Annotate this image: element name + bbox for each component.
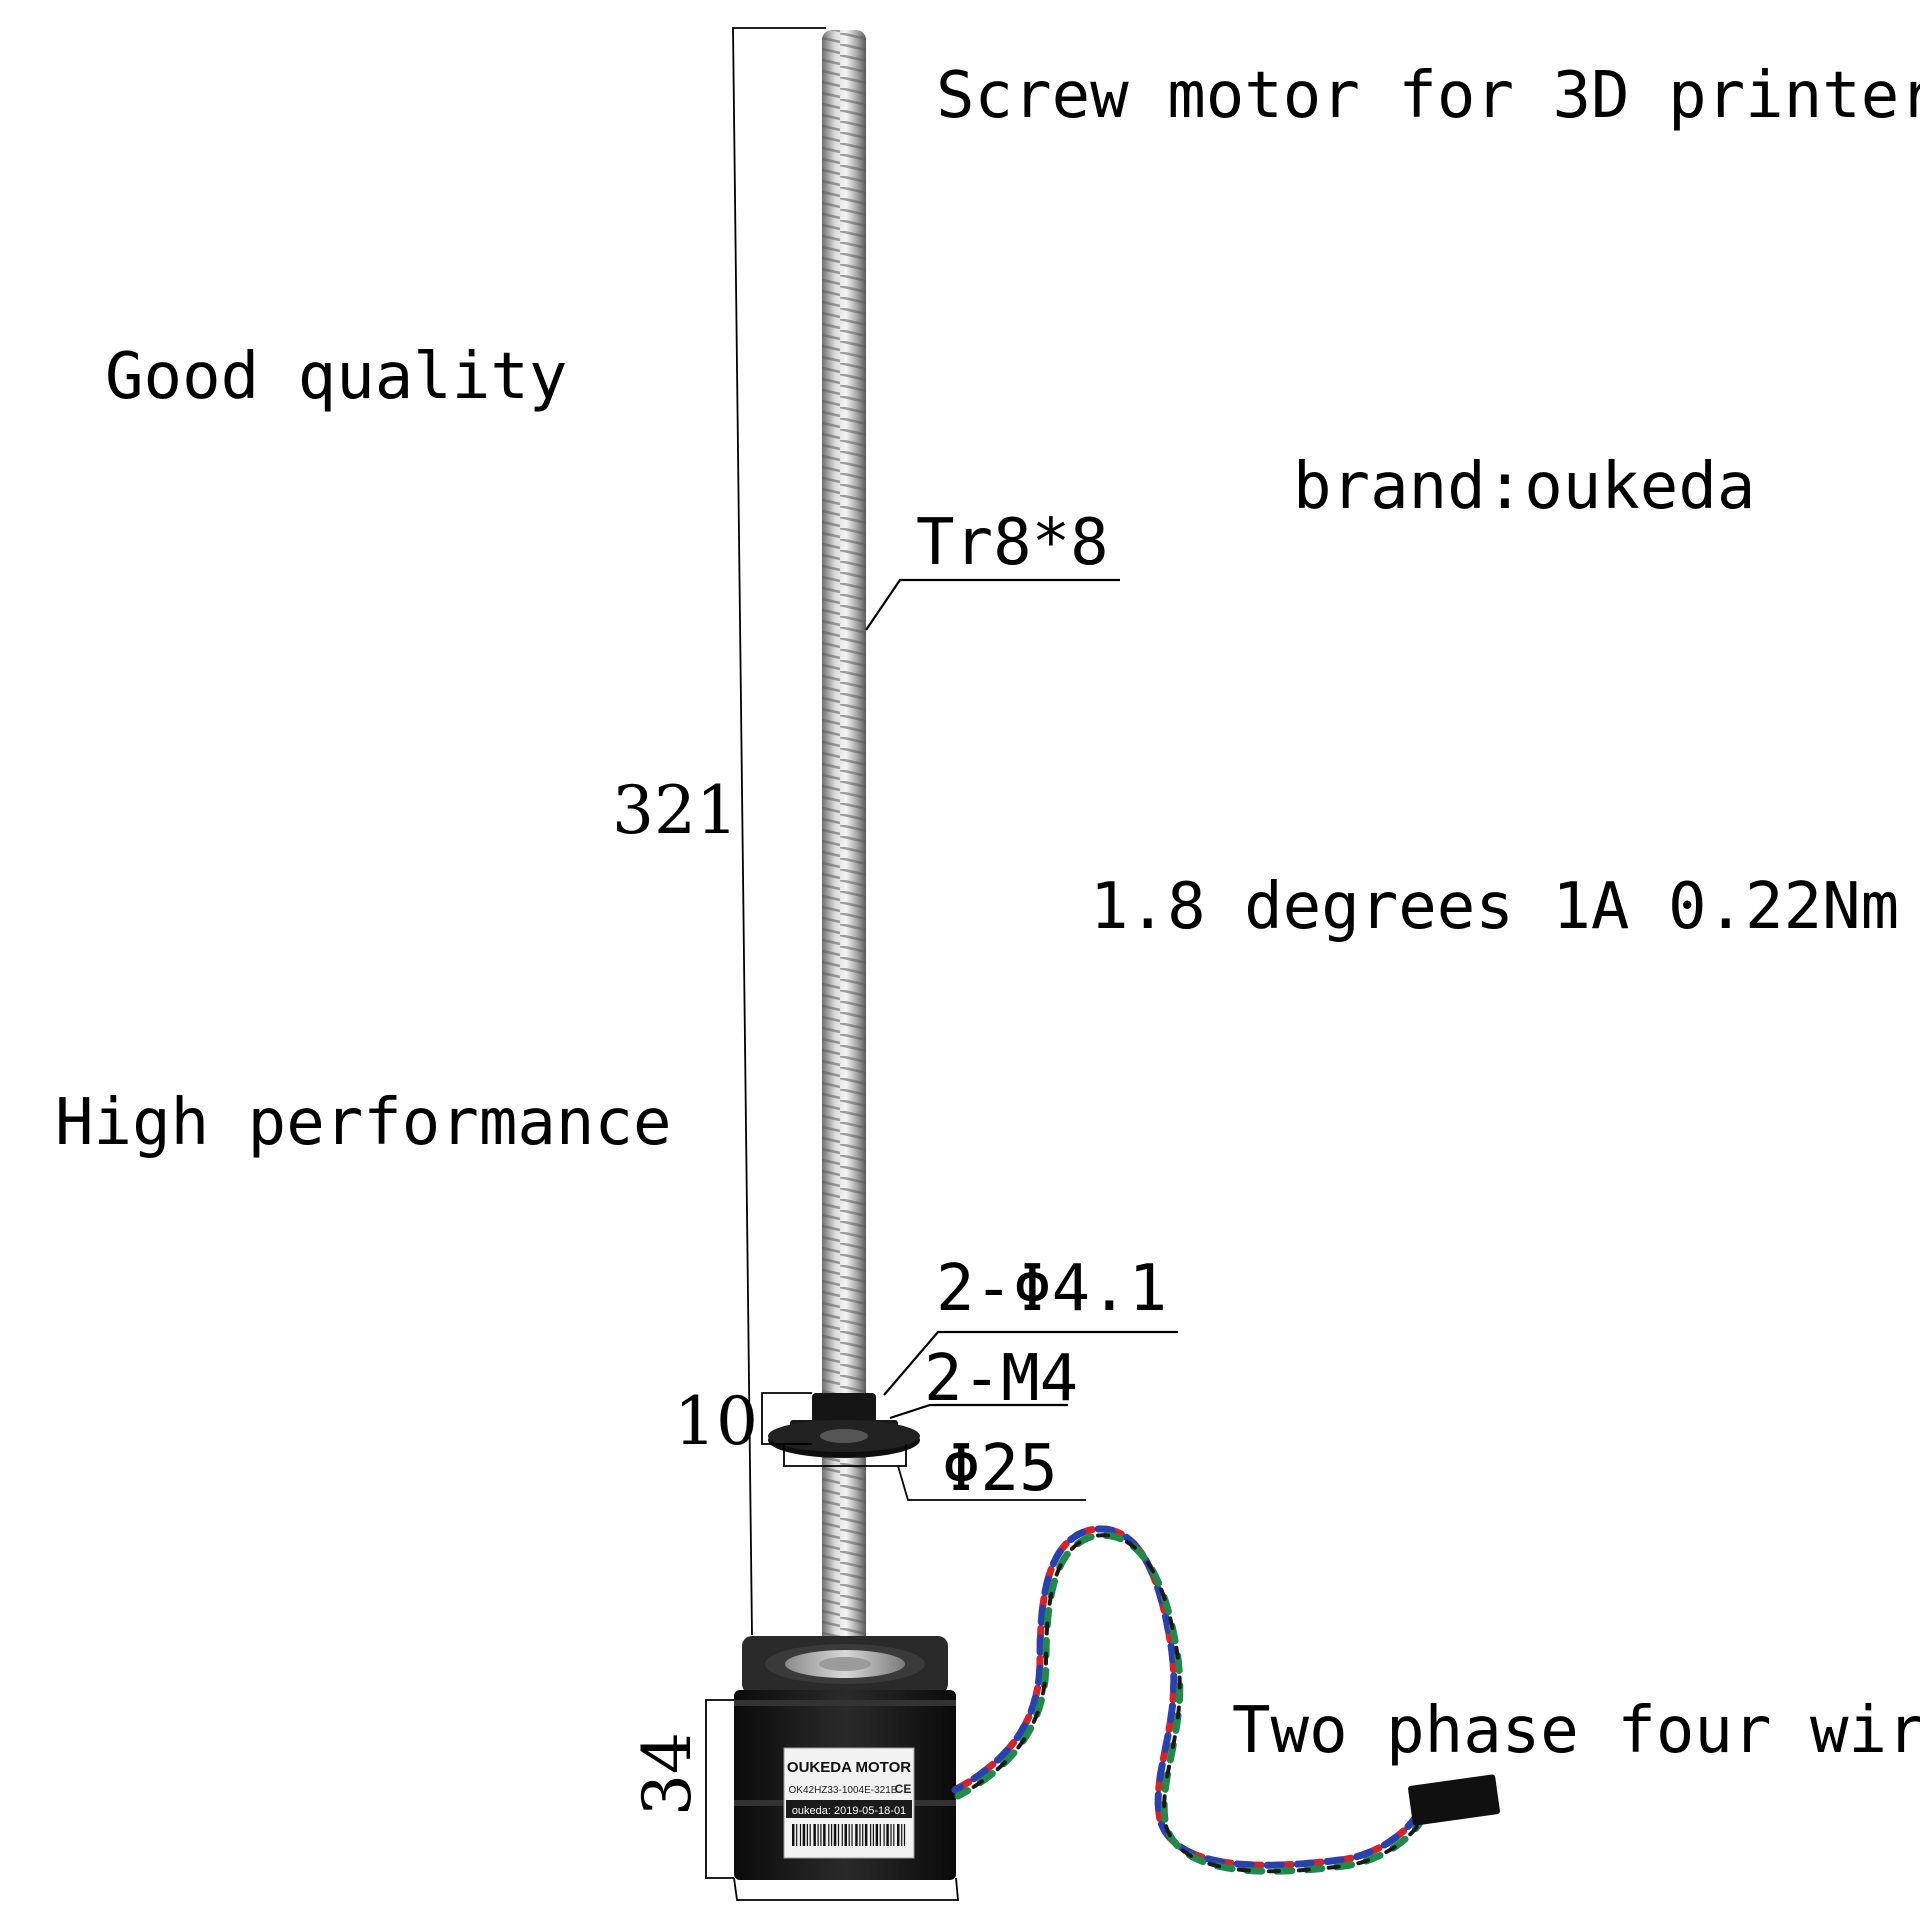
feature-performance: High performance [55, 1086, 672, 1160]
barcode-bar [851, 1824, 853, 1846]
motor-label-sticker: OUKEDA MOTOR OK42HZ33-1004E-321B CE ouke… [783, 1747, 915, 1859]
barcode-bar [848, 1824, 850, 1846]
barcode-bar [806, 1824, 808, 1846]
barcode-bar [837, 1824, 840, 1846]
barcode-bar [844, 1824, 847, 1846]
barcode-bar [859, 1824, 861, 1846]
barcode-bar [813, 1824, 816, 1846]
headline: Screw motor for 3D printer [936, 59, 1920, 133]
feature-specs: 1.8 degrees 1A 0.22Nm [1090, 870, 1899, 944]
motor-label-model: OK42HZ33-1004E-321B [789, 1785, 898, 1796]
barcode-bar [809, 1824, 811, 1846]
barcode-bar [820, 1824, 822, 1846]
barcode-bar [864, 1824, 868, 1846]
nut-thread: 2-M4 [924, 1342, 1078, 1416]
lead-screw [822, 30, 866, 1670]
nut-diameter: Φ25 [942, 1432, 1058, 1506]
feature-wiring: Two phase four wire [1232, 1694, 1920, 1768]
barcode-bar [862, 1824, 864, 1846]
barcode-bar [817, 1824, 819, 1846]
barcode-bar [841, 1824, 843, 1846]
barcode-bar [792, 1824, 795, 1846]
barcode-bar [883, 1824, 885, 1846]
dimension-lines [705, 27, 1178, 1901]
total-length: 321 [612, 772, 738, 849]
motor-label-brand: OUKEDA MOTOR [787, 1759, 911, 1776]
lead-screw-nut [768, 1393, 920, 1458]
feature-brand: brand:oukeda [1293, 450, 1755, 524]
barcode-bar [833, 1824, 837, 1846]
barcode-bar [828, 1824, 830, 1846]
barcode-bar [890, 1824, 892, 1846]
barcode-bar [901, 1824, 903, 1846]
barcode-bar [802, 1824, 806, 1846]
stepper-motor: OUKEDA MOTOR OK42HZ33-1004E-321B CE ouke… [734, 1636, 956, 1880]
motor-label-date: oukeda: 2019-05-18-01 [792, 1805, 906, 1817]
nut-height: 10 [674, 1383, 758, 1460]
barcode-bar [893, 1824, 895, 1846]
barcode-bar [870, 1824, 872, 1846]
barcode-bar [903, 1824, 906, 1846]
barcode-bar [855, 1824, 858, 1846]
barcode-bar [897, 1824, 900, 1846]
wire-connector [1408, 1774, 1500, 1826]
feature-quality: Good quality [105, 340, 567, 414]
barcode-bar [875, 1824, 879, 1846]
barcode-bar [886, 1824, 889, 1846]
barcode-bar [823, 1824, 826, 1846]
barcode [792, 1824, 906, 1846]
screw-spec: Tr8*8 [916, 506, 1109, 580]
motor-length: 34 [629, 1732, 706, 1816]
motor-label-ce: CE [895, 1782, 912, 1796]
motor-wires [951, 1525, 1428, 1875]
nut-holes: 2-Φ4.1 [936, 1252, 1167, 1326]
barcode-bar [799, 1824, 802, 1846]
barcode-bar [796, 1824, 798, 1846]
barcode-bar [879, 1824, 881, 1846]
barcode-bar [831, 1824, 833, 1846]
barcode-bar [872, 1824, 874, 1846]
